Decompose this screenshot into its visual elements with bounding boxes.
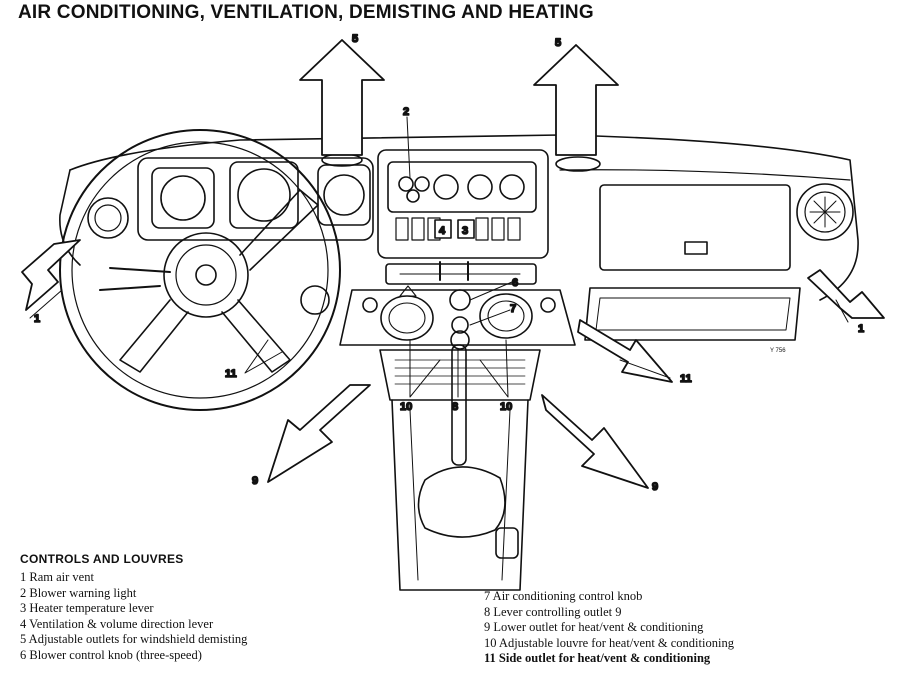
arrow-demist-right <box>533 44 619 156</box>
steering-wheel-rim <box>59 129 341 411</box>
parcel-shelf <box>584 287 801 341</box>
legend-left-column: 1 Ram air vent 2 Blower warning light 3 … <box>20 570 247 663</box>
callout-11-right: 11 <box>680 373 692 385</box>
handbrake <box>495 527 519 559</box>
glovebox <box>599 184 791 271</box>
legend-item-6: 6 Blower control knob (three-speed) <box>20 647 202 662</box>
arrow-side-right <box>577 319 673 383</box>
lever-slot <box>385 263 537 285</box>
figure-code: Y 756 <box>770 348 786 354</box>
steering-spokes <box>119 189 319 373</box>
arrow-lower-right <box>541 394 649 489</box>
ac-control-knob <box>451 316 469 334</box>
callout-1-right: 1 <box>858 323 864 335</box>
callout-8: 8 <box>452 401 458 413</box>
callout-4: 4 <box>439 225 446 237</box>
legend-item-3: 3 Heater temperature lever <box>20 601 154 615</box>
center-control-panel <box>377 149 549 259</box>
callout-9-left: 9 <box>252 475 258 487</box>
callout-2: 2 <box>403 106 409 118</box>
louvre-right <box>479 293 533 339</box>
callout-5-right: 5 <box>555 37 561 49</box>
legend-item-8: 8 Lever controlling outlet 9 <box>484 604 622 619</box>
legend-item-5: 5 Adjustable outlets for windshield demi… <box>20 632 248 646</box>
callout-3: 3 <box>462 225 468 237</box>
floor-console <box>379 349 541 401</box>
dashboard-top-edge <box>69 134 859 301</box>
legend-item-7: 7 Air conditioning control knob <box>484 589 643 603</box>
arrow-ram-left <box>21 239 81 311</box>
legend-item-2: 2 Blower warning light <box>20 585 137 600</box>
demist-outlet-right <box>555 156 601 172</box>
arrow-lower-left <box>267 384 371 483</box>
gear-gaiter <box>417 466 506 538</box>
callout-7: 7 <box>510 303 516 315</box>
arrow-demist-left <box>299 39 385 156</box>
ram-air-vent-left <box>87 197 129 239</box>
legend-item-11: 11 Side outlet for heat/vent & condition… <box>484 651 711 665</box>
instrument-binnacle <box>137 157 374 241</box>
legend-right-column: 7 Air conditioning control knob 8 Lever … <box>484 589 734 667</box>
legend-item-9: 9 Lower outlet for heat/vent & condition… <box>484 620 704 634</box>
callout-5-left: 5 <box>352 33 358 45</box>
steering-wheel-hub <box>163 232 249 318</box>
legend-item-1: 1 Ram air vent <box>20 570 94 584</box>
callout-6: 6 <box>512 277 518 289</box>
diagram-title: AIR CONDITIONING, VENTILATION, DEMISTING… <box>18 2 594 23</box>
callout-10-left: 10 <box>400 401 412 413</box>
legend-heading: CONTROLS AND LOUVRES <box>20 552 184 566</box>
arrow-ram-right <box>807 269 885 319</box>
airflow-arrows <box>21 39 885 489</box>
callout-9-right: 9 <box>652 481 658 493</box>
gear-lever <box>451 344 467 466</box>
legend-item-4: 4 Ventilation & volume direction lever <box>20 616 214 631</box>
blower-control-knob <box>449 289 471 311</box>
ram-air-vent-right <box>796 183 854 241</box>
callout-10-right: 10 <box>500 401 512 413</box>
callout-1-left: 1 <box>34 313 40 325</box>
lower-console <box>339 289 576 346</box>
legend-item-10: 10 Adjustable louvre for heat/vent & con… <box>484 635 734 650</box>
switch-row <box>395 217 521 241</box>
callout-11-left: 11 <box>225 368 237 380</box>
leader-lines <box>29 116 849 398</box>
